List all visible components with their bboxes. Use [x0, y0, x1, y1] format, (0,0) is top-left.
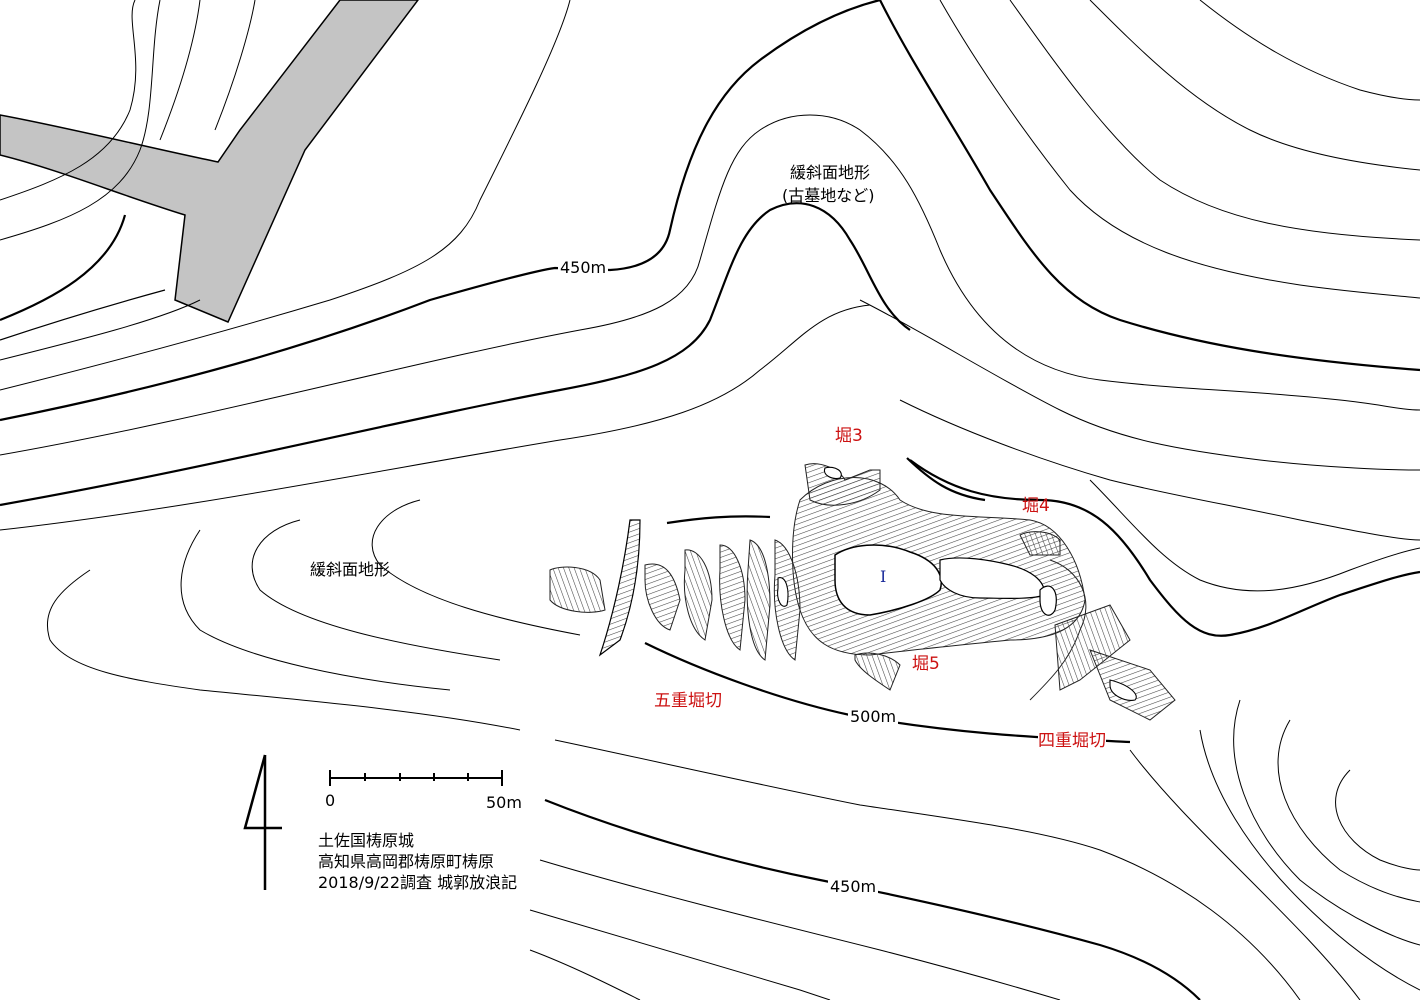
gentle-slope-sublabel-north: (古墓地など) — [782, 186, 875, 205]
castle-name: 土佐国梼原城 — [318, 831, 415, 850]
gentle-slope-label-west: 緩斜面地形 — [310, 560, 391, 579]
gentle-slope-label-north: 緩斜面地形 — [790, 163, 871, 182]
survey-credit: 2018/9/22調査 城郭放浪記 — [318, 873, 518, 892]
castle-earthworks — [549, 457, 1176, 721]
road — [0, 0, 419, 341]
scale-start-label: 0 — [325, 791, 336, 810]
contour-label-lower-450: 450m — [828, 877, 879, 896]
contour-label-500: 500m — [848, 707, 899, 726]
five-moats-label: 五重堀切 — [654, 691, 722, 711]
moat-4-label: 堀4 — [1022, 496, 1050, 516]
map-info-block: 土佐国梼原城 高知県高岡郡梼原町梼原 2018/9/22調査 城郭放浪記 — [318, 830, 518, 893]
contour-label-upper-450: 450m — [558, 258, 609, 277]
compound-1-label: I — [880, 567, 887, 586]
north-arrow-icon — [243, 754, 282, 890]
scale-end-label: 50m — [486, 793, 522, 812]
scale-bar — [329, 770, 503, 786]
four-moats-label: 四重堀切 — [1038, 731, 1106, 751]
moat-3-label: 堀3 — [835, 426, 863, 446]
castle-address: 高知県高岡郡梼原町梼原 — [318, 852, 495, 871]
moat-5-label: 堀5 — [912, 654, 940, 674]
